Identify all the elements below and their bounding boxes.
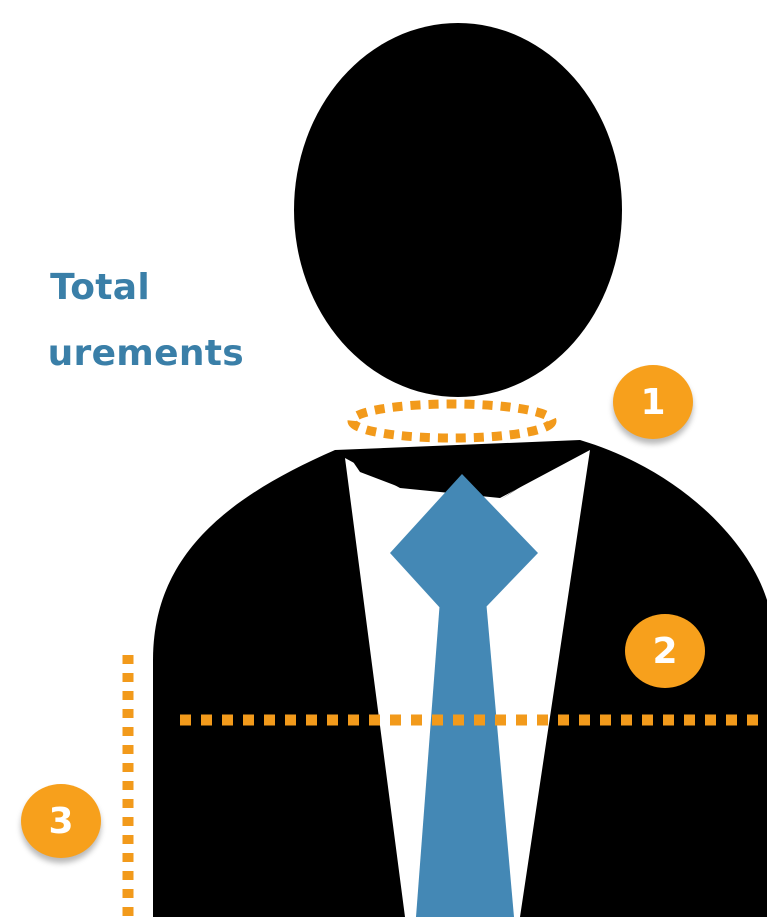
head-silhouette [294,23,622,397]
badge-1-neck: 1 [613,365,693,439]
neck-measurement-line [347,399,557,443]
title-line-1: Total [50,267,150,308]
badge-3-length: 3 [21,784,101,858]
lapel-left [345,450,402,488]
lapel-right [500,442,590,500]
tie-blade [416,600,514,917]
tie-knot [390,474,538,632]
title-line-2: urements [47,333,244,374]
badge-2-chest: 2 [625,614,705,688]
